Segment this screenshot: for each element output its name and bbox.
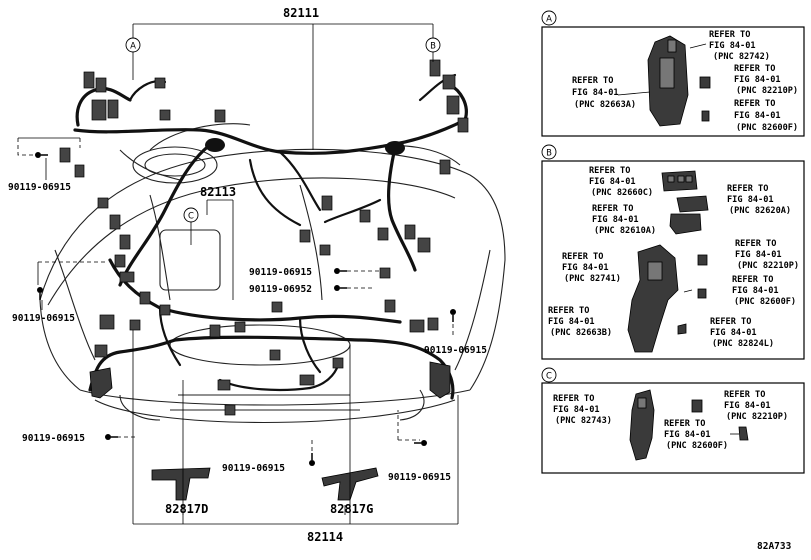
part-callout-text: REFER TO	[592, 204, 633, 214]
part-callout-text: REFER TO	[572, 76, 613, 86]
clip-label: 90119-06915	[8, 182, 71, 193]
part-callout-text: REFER TO	[727, 184, 768, 194]
clip-label: 90119-06915	[222, 463, 285, 474]
junction-box-part	[627, 244, 679, 353]
clip-icon	[414, 440, 427, 446]
leader-lines	[17, 23, 459, 525]
part-callout-text: FIG 84-01	[562, 263, 609, 273]
relay-block-part	[676, 195, 709, 213]
part-callout-text: REFER TO	[664, 419, 705, 429]
panel-c: C REFER TO FIG 84-01 (PNC 82743) REFER T…	[541, 367, 805, 474]
part-callout-text: FIG 84-01	[710, 328, 757, 338]
panel-a-badge: A	[546, 15, 552, 25]
part-callout-text: FIG 84-01	[709, 41, 756, 51]
panel-b-badge: B	[546, 149, 552, 159]
cover-part	[669, 213, 702, 235]
part-callout-text: FIG 84-01	[727, 195, 774, 205]
clip-icon	[35, 152, 48, 158]
fuse-part	[701, 110, 710, 122]
part-callout-text: REFER TO	[735, 239, 776, 249]
part-callout-text: (PNC 82743)	[555, 416, 612, 426]
part-callout-text: (PNC 82210P)	[736, 86, 798, 96]
junction-block-part	[629, 389, 655, 461]
part-callout-text: REFER TO	[562, 252, 603, 262]
part-callout-text: (PNC 82210P)	[737, 261, 799, 271]
part-callout-text: FIG 84-01	[724, 401, 771, 411]
part-callout-text: A	[130, 42, 136, 52]
clip-label: 90119-06915	[12, 313, 75, 324]
part-callout-text: (PNC 82600F)	[666, 441, 728, 451]
pn-mid-label: 82113	[200, 185, 236, 199]
fuse-part	[697, 288, 707, 299]
part-callout-text: REFER TO	[710, 317, 751, 327]
part-callout-text: C	[188, 212, 194, 222]
part-callout-text: FIG 84-01	[589, 177, 636, 187]
clip-label: 90119-06952	[249, 284, 312, 295]
part-callout-text: (PNC 82663A)	[574, 100, 636, 110]
part-callout-text: FIG 84-01	[548, 317, 595, 327]
part-callout-text: REFER TO	[734, 99, 775, 109]
part-callout-text: (PNC 82610A)	[594, 226, 656, 236]
relay-part	[697, 254, 708, 266]
clip-label: 90119-06915	[249, 267, 312, 278]
clip-label: 90119-06915	[424, 345, 487, 356]
callout-c: C	[183, 207, 199, 223]
clip-icon	[334, 285, 347, 291]
part-callout-text: FIG 84-01	[553, 405, 600, 415]
part-callout-text: REFER TO	[732, 275, 773, 285]
part-callout-text: FIG 84-01	[735, 250, 782, 260]
part-callout-text: (PNC 82210P)	[726, 412, 788, 422]
panel-b: B REFER TO FIG 84-01 (PNC 82660C) REFER …	[541, 144, 805, 360]
part-callout-text: REFER TO	[709, 30, 750, 40]
clip-icons	[35, 152, 456, 466]
panel-a: A REFER TO FIG 84-01 (PNC 82742) REFER T…	[541, 10, 805, 137]
part-callout-text: FIG 84-01	[732, 286, 779, 296]
clip-icon	[37, 287, 43, 300]
part-callout-text: (PNC 82620A)	[729, 206, 791, 216]
pn-bracket-right-label: 82817G	[330, 502, 373, 516]
part-callout-text: REFER TO	[724, 390, 765, 400]
small-fuse-part	[677, 323, 687, 335]
part-callout-text: (PNC 82742)	[713, 52, 770, 62]
part-callout-text: REFER TO	[734, 64, 775, 74]
pn-top-label: 82111	[283, 6, 319, 20]
clip-icon	[105, 434, 118, 440]
part-callout-text: REFER TO	[589, 166, 630, 176]
engine-room-illustration	[39, 59, 506, 501]
clip-icon	[450, 309, 456, 322]
figure-code: 82A733	[757, 541, 792, 552]
part-callout-text: FIG 84-01	[734, 75, 781, 85]
relay-part	[691, 399, 703, 413]
part-callout-text: REFER TO	[548, 306, 589, 316]
relay-part	[699, 76, 711, 89]
part-callout-text: B	[430, 42, 436, 52]
part-callout-text: (PNC 82660C)	[591, 188, 653, 198]
callout-b: B	[425, 37, 441, 53]
part-callout-text: (PNC 82824L)	[712, 339, 774, 349]
part-callout-text: REFER TO	[553, 394, 594, 404]
part-callout-text: FIG 84-01	[664, 430, 711, 440]
part-callout-text: FIG 84-01	[572, 88, 619, 98]
callout-a: A	[125, 37, 141, 53]
part-callout-text: (PNC 82741)	[564, 274, 621, 284]
pn-bottom-label: 82114	[307, 530, 343, 544]
part-callout-text: (PNC 82600F)	[736, 123, 798, 133]
part-callout-text: FIG 84-01	[734, 111, 781, 121]
clip-icon	[334, 268, 347, 274]
pn-bracket-left-label: 82817D	[165, 502, 208, 516]
part-callout-text: FIG 84-01	[592, 215, 639, 225]
clip-icon	[309, 453, 315, 466]
clip-label: 90119-06915	[22, 433, 85, 444]
part-callout-text: (PNC 82663B)	[550, 328, 612, 338]
fuse-part	[738, 426, 749, 441]
part-callout-text: (PNC 82600F)	[734, 297, 796, 307]
panel-c-badge: C	[546, 372, 552, 382]
clip-label: 90119-06915	[388, 472, 451, 483]
